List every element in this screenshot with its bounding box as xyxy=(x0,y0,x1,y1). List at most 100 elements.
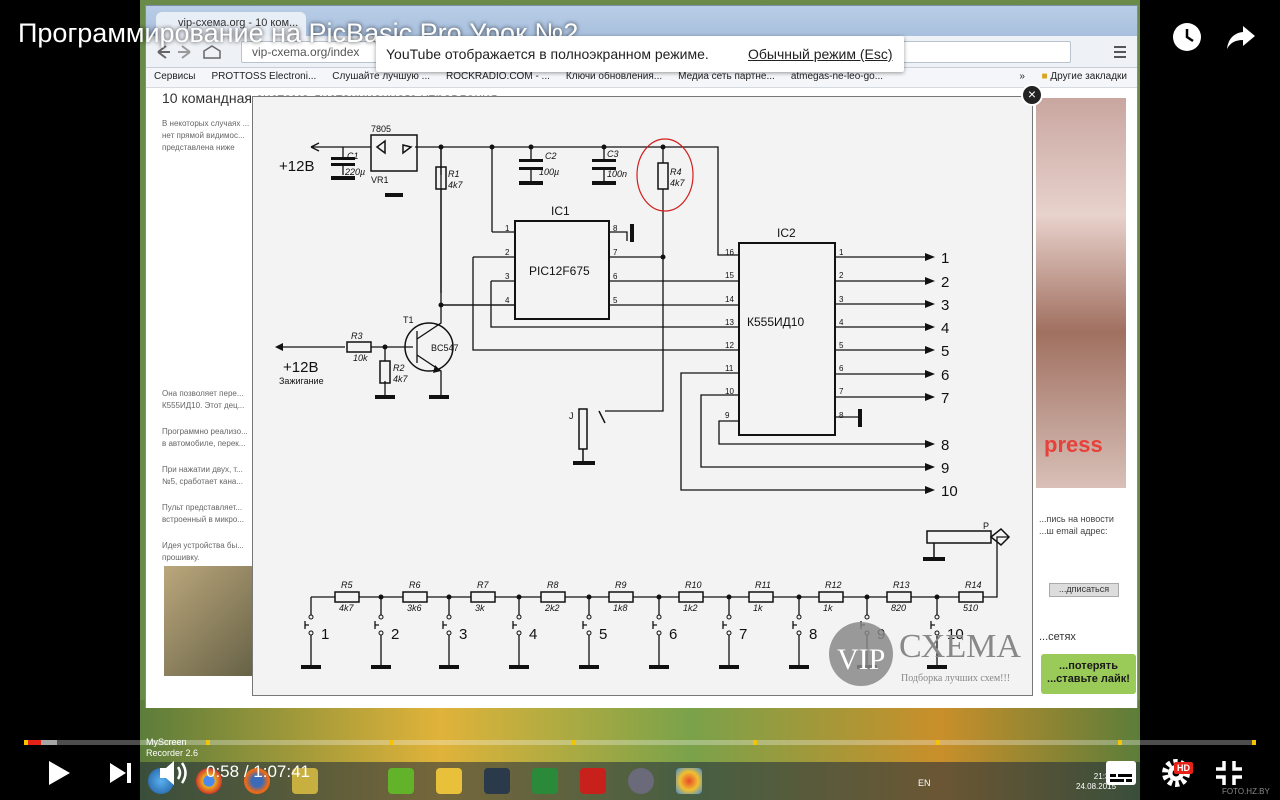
ic2-pin-left: 13 xyxy=(725,318,734,327)
browser-tab[interactable]: vip-схема.org - 10 ком... xyxy=(156,12,306,36)
chapter-marker xyxy=(571,740,575,745)
tray-language[interactable]: EN xyxy=(918,778,931,788)
ladder-resistor xyxy=(818,591,844,603)
ic2-ref: IC2 xyxy=(777,226,796,240)
antenna-connector xyxy=(989,527,1011,547)
ic1-name: PIC12F675 xyxy=(529,264,590,278)
push-button-contact xyxy=(378,630,384,636)
excel-icon[interactable] xyxy=(532,768,558,794)
chapter-marker xyxy=(935,740,940,745)
ladder-resistor-value: 3k xyxy=(475,603,485,613)
resistor-ladder: R54k7R63k6R73kR82k2R91k8R101k2R111kR121k… xyxy=(334,580,984,613)
chrome-icon[interactable] xyxy=(196,768,222,794)
bookmark-item[interactable]: Ключи обновления... xyxy=(565,71,663,82)
ic2-pin-left: 12 xyxy=(725,341,734,350)
ic2-pin-right: 7 xyxy=(839,387,844,396)
ladder-resistor-value: 4k7 xyxy=(339,603,355,613)
next-video-button[interactable] xyxy=(108,760,134,786)
tray-clock[interactable]: 21:3... 24.08.2015 xyxy=(1076,772,1116,792)
bookmark-item[interactable]: Медиа сеть партне... xyxy=(678,71,775,82)
play-button[interactable] xyxy=(46,759,72,787)
firefox-icon[interactable] xyxy=(244,768,270,794)
ladder-resistor xyxy=(470,591,496,603)
ladder-resistor-ref: R6 xyxy=(409,580,421,590)
push-button-symbol xyxy=(792,621,797,629)
media-player-icon[interactable] xyxy=(484,768,510,794)
ic2-pin-left: 16 xyxy=(725,248,734,257)
bookmark-item[interactable]: atmegas-ne-leo-go... xyxy=(790,71,884,82)
progress-bar[interactable] xyxy=(24,740,1256,745)
like-widget[interactable]: ...потерять ...ставьте лайк! xyxy=(1041,654,1136,694)
t1-name: BC547 xyxy=(431,343,459,353)
app-icon[interactable] xyxy=(292,768,318,794)
output-label: 7 xyxy=(941,390,949,407)
resistor-r4 xyxy=(657,162,669,190)
menu-icon[interactable] xyxy=(1111,44,1131,60)
push-button-contact xyxy=(516,614,522,620)
time-display: 0:58 / 1:07:41 xyxy=(206,762,310,781)
push-button-contact xyxy=(378,614,384,620)
ic1-pic12f675 xyxy=(514,220,610,320)
ladder-resistor xyxy=(958,591,984,603)
ic2-pin-right: 2 xyxy=(839,271,844,280)
r1-value: 4k7 xyxy=(448,180,464,190)
ignition-label: Зажигание xyxy=(279,376,324,386)
bookmark-more[interactable]: » xyxy=(1019,71,1025,82)
sidebar-ad-images[interactable] xyxy=(1036,98,1126,488)
article-paragraph: В некоторых случаях ... нет прямой видим… xyxy=(162,119,250,152)
regulator-arrows xyxy=(375,139,413,155)
volume-icon[interactable] xyxy=(158,758,190,788)
recorder-icon[interactable] xyxy=(628,768,654,794)
ad-brand-text[interactable]: press xyxy=(1044,432,1103,457)
ic2-k555id10 xyxy=(738,242,836,436)
ic1-pin-left: 4 xyxy=(505,296,510,305)
push-button-symbol xyxy=(722,621,727,629)
ladder-resistor xyxy=(886,591,912,603)
output-label: 3 xyxy=(941,297,949,314)
ladder-resistor-value: 1k8 xyxy=(613,603,628,613)
subscribe-button[interactable]: ...дписаться xyxy=(1049,583,1119,597)
push-button-label: 4 xyxy=(529,626,537,643)
folder-icon[interactable] xyxy=(436,768,462,794)
close-icon[interactable]: × xyxy=(1021,84,1043,106)
ic1-pin-right: 6 xyxy=(613,272,618,281)
push-button-symbol xyxy=(442,621,447,629)
r4-value: 4k7 xyxy=(670,178,686,188)
hd-badge: HD xyxy=(1174,762,1193,774)
bookmark-item[interactable]: ROCKRADIO.COM - ... xyxy=(446,71,550,82)
bookmark-item[interactable]: Сервисы xyxy=(154,71,196,82)
ladder-resistor-value: 1k xyxy=(753,603,763,613)
utorrent-icon[interactable] xyxy=(388,768,414,794)
bookmark-item[interactable]: PROTTOSS Electroni... xyxy=(211,71,317,82)
exit-fullscreen-icon[interactable] xyxy=(1214,759,1244,787)
exit-fullscreen-link[interactable]: Обычный режим (Esc) xyxy=(748,46,893,62)
ladder-resistor-ref: R11 xyxy=(755,580,771,590)
subtitles-icon[interactable] xyxy=(1105,760,1137,786)
r1-ref: R1 xyxy=(448,169,460,179)
push-button-symbol xyxy=(512,621,517,629)
ic2-name: К555ИД10 xyxy=(747,315,804,329)
bookmark-item[interactable]: Слушайте лучшую ... xyxy=(332,71,430,82)
ic1-pin-left: 1 xyxy=(505,224,510,233)
chapter-marker xyxy=(24,740,28,745)
watch-later-icon[interactable] xyxy=(1172,22,1202,52)
share-icon[interactable] xyxy=(1225,22,1257,52)
ic2-pin-right: 6 xyxy=(839,364,844,373)
ic2-pin-left: 10 xyxy=(725,387,734,396)
ic1-pin-right: 5 xyxy=(613,296,618,305)
ic2-pin-right: 3 xyxy=(839,295,844,304)
bookmark-other-folder[interactable]: » ■ Другие закладки xyxy=(1019,71,1127,82)
article-paragraph: Она позволяет пере... К555ИД10. Этот дец… xyxy=(162,389,245,410)
paint-icon[interactable] xyxy=(676,768,702,794)
ic1-pin-left: 3 xyxy=(505,272,510,281)
output-label: 10 xyxy=(941,483,958,500)
push-button-contact xyxy=(726,630,732,636)
chapter-marker xyxy=(388,740,393,745)
browser-nav-icons[interactable] xyxy=(156,44,226,60)
logo-vip: VIP xyxy=(837,643,885,676)
site-watermark: FOTO.HZ.BY xyxy=(1222,787,1270,796)
pdf-icon[interactable] xyxy=(580,768,606,794)
